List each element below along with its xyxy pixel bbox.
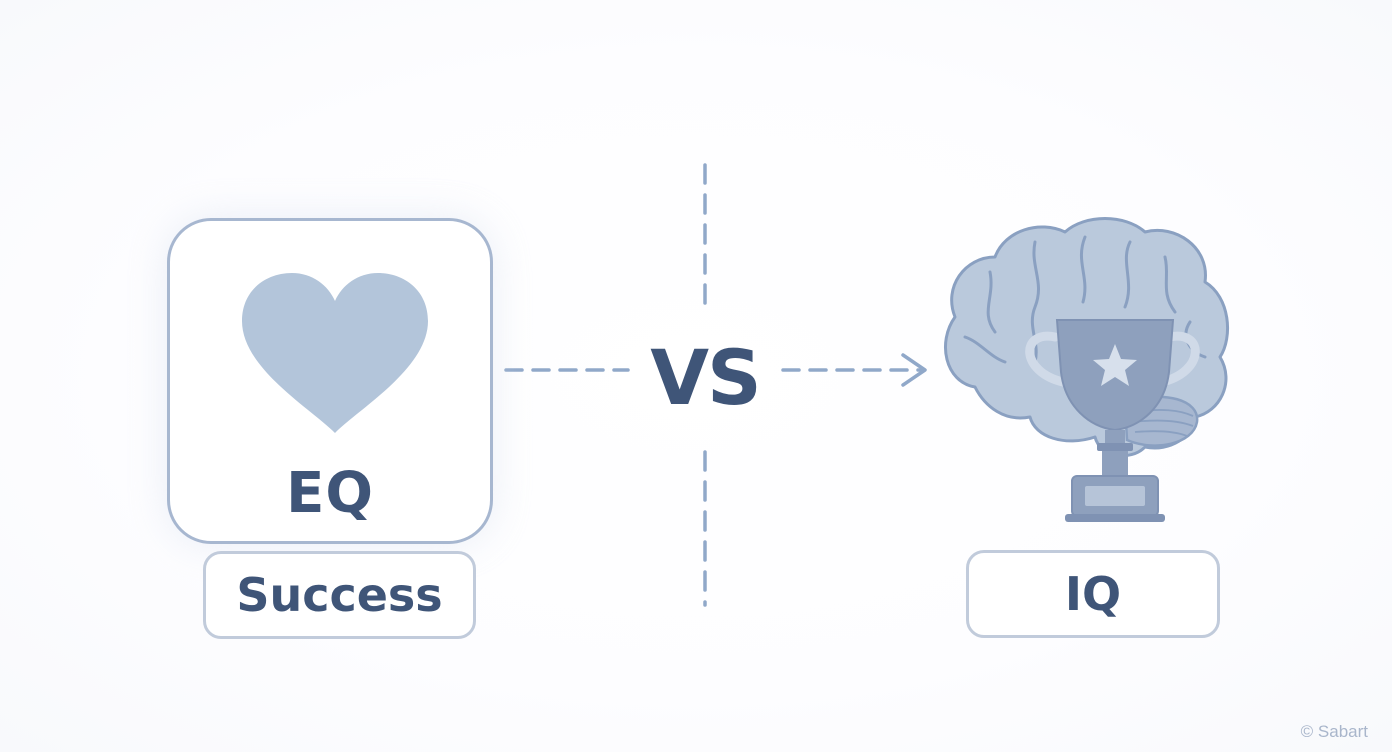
- trophy-neck: [1097, 443, 1133, 451]
- watermark: © Sabart: [1300, 722, 1368, 741]
- eq-label: EQ: [286, 461, 374, 526]
- success-label: Success: [236, 568, 443, 622]
- eq-card: EQ: [167, 218, 493, 544]
- trophy-stand: [1102, 451, 1128, 476]
- star-icon: [1093, 344, 1137, 386]
- heart-icon: [242, 273, 428, 433]
- iq-label: IQ: [1064, 567, 1122, 621]
- vs-label: VS: [650, 333, 762, 422]
- success-pill: Success: [203, 551, 476, 639]
- arrow-head-icon: [901, 353, 927, 387]
- trophy-stem: [1105, 430, 1125, 444]
- trophy-foot: [1065, 514, 1165, 522]
- brain-trophy-icon: [943, 217, 1230, 522]
- trophy-handles: [1025, 331, 1200, 387]
- iq-pill: IQ: [966, 550, 1220, 638]
- trophy-plaque: [1085, 486, 1145, 506]
